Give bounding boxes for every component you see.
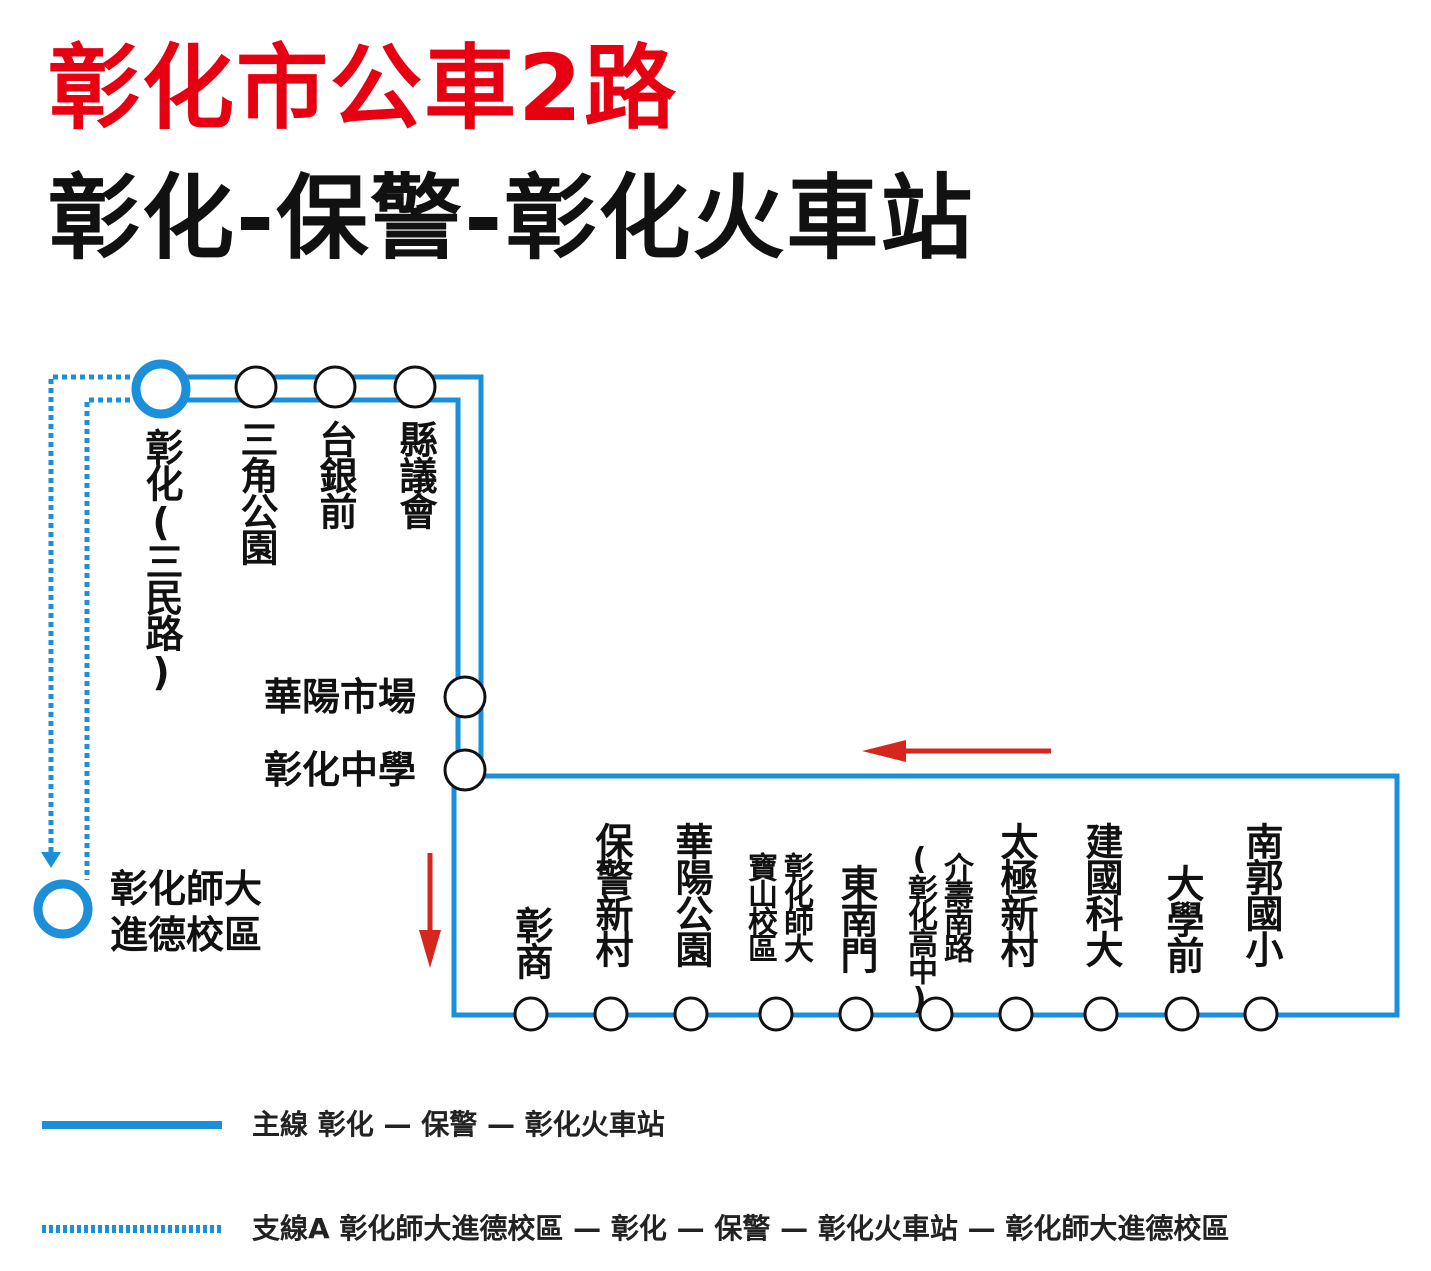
stop-marker-taiyin xyxy=(313,365,357,409)
route-title: 彰化市公車2路 xyxy=(48,35,679,142)
stop-label-ncue: 彰化師大 進德校區 xyxy=(110,867,263,957)
stop-marker-changhua-hs xyxy=(443,748,487,792)
stop-marker-jianguo xyxy=(1083,996,1119,1032)
stop-label-ncue-baoshan-1: 彰化師大 xyxy=(778,852,813,960)
stop-label-baojing: 保警新村 xyxy=(589,822,633,966)
stop-label-jieshou-2: (彰化高中) xyxy=(902,842,937,1014)
stop-label-nanguo: 南郭國小 xyxy=(1239,822,1283,966)
stop-label-taiji: 太極新村 xyxy=(994,822,1038,966)
branch-a-line xyxy=(48,374,130,880)
branch-a-arrowhead xyxy=(41,852,61,868)
stop-label-huayang-park: 華陽公園 xyxy=(669,822,713,966)
stop-label-huayang-market: 華陽市場 xyxy=(264,675,417,719)
stop-label-taiyin: 台銀前 xyxy=(313,420,357,528)
stop-marker-sanjiao xyxy=(234,365,278,409)
stop-label-daxue: 大學前 xyxy=(1160,864,1204,972)
stop-marker-changhua xyxy=(131,359,191,419)
stop-label-zhangshang: 彰商 xyxy=(509,906,553,978)
stop-marker-baojing xyxy=(593,996,629,1032)
stop-marker-nanguo xyxy=(1243,996,1279,1032)
stop-marker-zhangshang xyxy=(513,996,549,1032)
legend-branch-label: 支線A 彰化師大進德校區 — 彰化 — 保警 — 彰化火車站 — 彰化師大進德校… xyxy=(252,1212,1230,1245)
stop-label-xianyi: 縣議會 xyxy=(393,420,437,528)
stop-label-jianguo: 建國科大 xyxy=(1079,822,1123,966)
stop-label-sanjiao: 三角公園 xyxy=(234,420,278,564)
stop-marker-taiji xyxy=(998,996,1034,1032)
stop-label-jieshou-1: 介壽南路 xyxy=(938,852,973,960)
stop-marker-xianyi xyxy=(393,365,437,409)
stop-marker-jieshou xyxy=(918,996,954,1032)
legend-main-label: 主線 彰化 — 保警 — 彰化火車站 xyxy=(252,1108,665,1141)
direction-arrow-left xyxy=(862,740,1051,762)
stop-label-changhua: 彰化(三民路) xyxy=(139,428,183,692)
stop-marker-daxue xyxy=(1164,996,1200,1032)
stop-label-dongnanmen: 東南門 xyxy=(834,864,878,972)
stop-marker-huayang-park xyxy=(673,996,709,1032)
stop-label-ncue-baoshan-2: 寶山校區 xyxy=(742,852,777,960)
stop-marker-dongnanmen xyxy=(838,996,874,1032)
route-subtitle: 彰化-保警-彰化火車站 xyxy=(48,165,975,272)
direction-arrow-down xyxy=(419,853,441,968)
stop-marker-huayang-market xyxy=(443,675,487,719)
stop-label-changhua-hs: 彰化中學 xyxy=(264,748,417,792)
stop-marker-ncue xyxy=(33,879,93,939)
stop-marker-ncue-baoshan xyxy=(758,996,794,1032)
